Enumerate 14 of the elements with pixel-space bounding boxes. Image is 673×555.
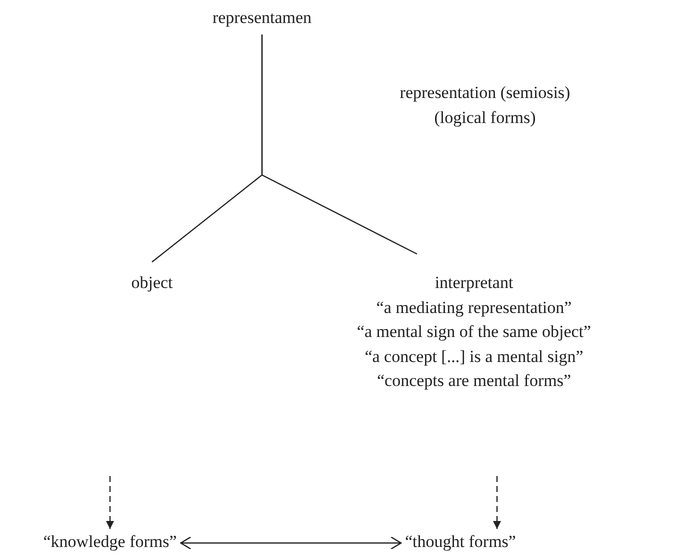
quote-text: “a mental sign of the same object” [356, 321, 592, 343]
annotation-text: representation (semiosis) (logical forms) [398, 82, 572, 129]
node-label: “thought forms” [405, 531, 517, 553]
arrow [493, 476, 501, 529]
node-label: “knowledge forms” [42, 531, 178, 553]
node-label: interpretant [434, 272, 514, 294]
node-label: representamen [211, 7, 313, 29]
connector-line [261, 34, 418, 255]
quote-text: “a concept [...] is a mental sign” [364, 346, 584, 368]
node-label: object [130, 272, 174, 294]
quote-text: “a mediating representation” [375, 296, 573, 319]
arrow [180, 536, 402, 550]
arrow [106, 476, 114, 529]
quote-text: “concepts are mental forms” [376, 370, 572, 392]
